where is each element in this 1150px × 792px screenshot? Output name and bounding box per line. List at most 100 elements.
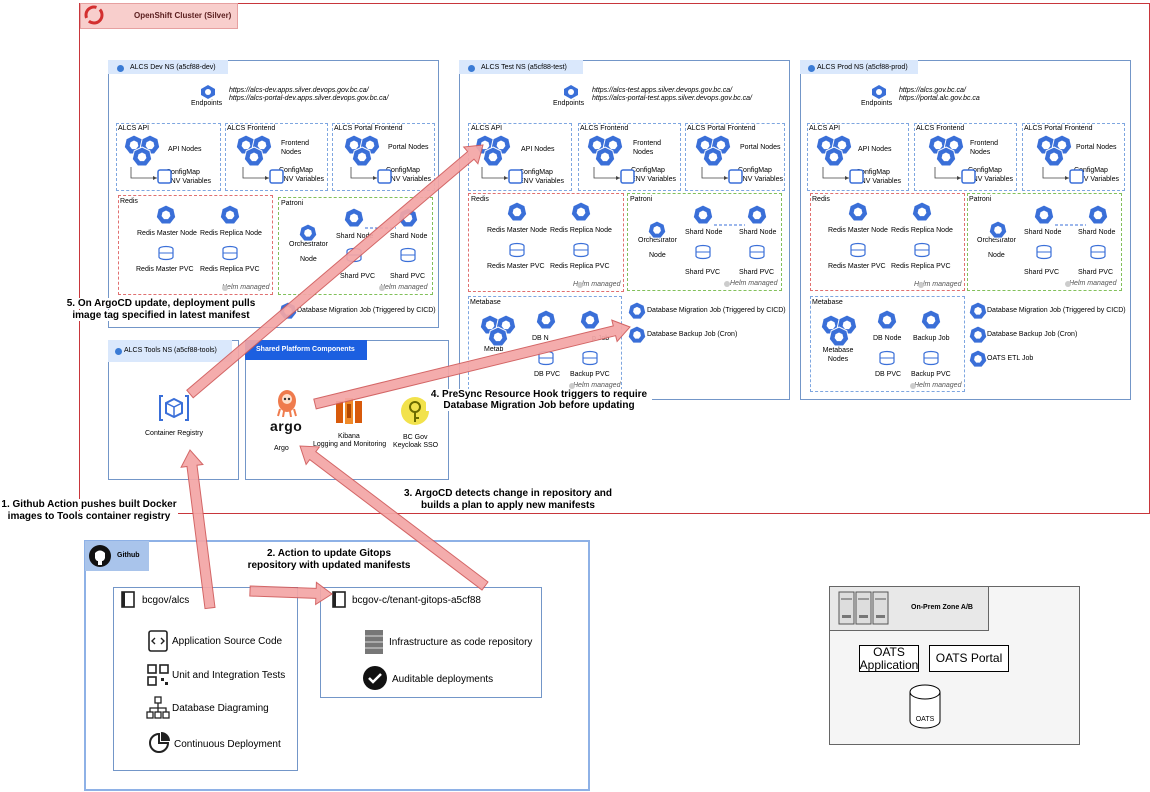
namespace-icon [115, 348, 122, 355]
db-node-label: DB Node [873, 335, 902, 342]
helm-managed: Helm managed [222, 284, 270, 291]
endpoints-label: Endpoints [553, 100, 585, 107]
portal-group [1022, 123, 1125, 191]
keycloak-sub-label: Keycloak SSO [393, 442, 439, 449]
repo-item: Auditable deployments [392, 674, 494, 685]
connector-line [481, 167, 508, 179]
connector-line [934, 167, 961, 179]
pvc-icon-body [222, 249, 238, 261]
repo-gitops-name[interactable]: bcgov-c/tenant-gitops-a5cf88 [352, 595, 481, 606]
patroni-group-label: Patroni [630, 196, 653, 203]
kibana-icon [333, 396, 365, 431]
endpoints-icon [200, 84, 216, 105]
shard-node-label: Shard Node [685, 229, 723, 236]
node-cluster-icon-inner [829, 152, 839, 162]
endpoints-icon [563, 84, 579, 105]
namespace-icon [117, 65, 124, 72]
orchestrator-label: Orchestrator [977, 237, 1016, 244]
configmap-icon [728, 169, 743, 184]
shard-pvc-label: Shard PVC [340, 273, 376, 280]
env-label: ENV Variables [968, 176, 1014, 183]
pvc-icon-body [850, 246, 866, 258]
api-group-label: ALCS API [809, 125, 841, 132]
metabase-partial-label: Metab [484, 346, 504, 353]
repo-alcs-name[interactable]: bcgov/alcs [142, 595, 190, 606]
helm-icon [910, 383, 916, 389]
connector-arrowhead [616, 176, 620, 180]
configmap-label: ConfigMap [279, 167, 313, 174]
redis-replica-icon-inner [225, 210, 235, 220]
shard-node-icon-inner [349, 213, 359, 223]
endpoint-url[interactable]: https://alcs.gov.bc.ca/ [899, 87, 966, 94]
qr-tests-icon [147, 664, 169, 691]
env-label: ENV Variables [738, 176, 784, 183]
configmap-icon [269, 169, 284, 184]
frontend-group [578, 123, 681, 191]
shard-node-label: Shard Node [739, 229, 777, 236]
frontend-group [914, 123, 1017, 191]
namespace-icon [468, 65, 475, 72]
redis-master-icon-inner [161, 210, 171, 220]
redis-group [810, 193, 965, 291]
keycloak-label: BC Gov [403, 434, 428, 441]
configmap-icon [961, 169, 976, 184]
migration-job-label: Database Migration Job (Triggered by CIC… [987, 307, 1126, 314]
pvc-icon-body [158, 249, 174, 261]
server-rack-icon [363, 629, 385, 660]
redis-master-label: Redis Master Node [828, 227, 888, 234]
arrow-step1 [180, 449, 216, 610]
shard-node-icon-inner [752, 210, 762, 220]
migration-job-label: Database Migration Job (Triggered by CIC… [297, 307, 436, 314]
endpoint-url[interactable]: https://alcs-dev.apps.silver.devops.gov.… [229, 87, 369, 94]
shard-pvc-label: Shard PVC [390, 273, 426, 280]
configmap-icon [508, 169, 523, 184]
portal-group-label: ALCS Portal Frontend [334, 125, 403, 132]
patroni-group [627, 193, 782, 291]
redis-replica-pvc-label: Redis Replica PVC [550, 263, 610, 270]
backup-job-label: Database Backup Job (Cron) [647, 331, 738, 338]
redis-master-icon-inner [853, 207, 863, 217]
endpoint-url[interactable]: https://alcs-test.apps.silver.devops.gov… [592, 87, 733, 94]
repo-item: Database Diagraming [172, 703, 269, 714]
connector-arrowhead [504, 176, 508, 180]
helm-icon [724, 281, 730, 287]
endpoint-url[interactable]: https://alcs-portal-dev.apps.silver.devo… [229, 95, 389, 102]
env-label: ENV Variables [166, 178, 212, 185]
endpoint-url[interactable]: https://alcs-portal-test.apps.silver.dev… [592, 95, 752, 102]
orchestrator-icon-inner [304, 228, 312, 237]
node-cluster-icon-inner [600, 152, 610, 162]
api-group-label: ALCS API [118, 125, 150, 132]
keycloak-icon [400, 396, 430, 431]
portal-group [332, 123, 435, 191]
endpoints-label: Endpoints [861, 100, 893, 107]
backup-job-label: Backup Job [913, 335, 950, 342]
kibana-label: Kibana [338, 433, 360, 440]
endpoints-icon [871, 84, 887, 105]
metabase-icon-inner [826, 320, 836, 330]
orchestrator-icon-inner [994, 225, 1002, 234]
helm-icon [1065, 281, 1071, 287]
redis-master-pvc-label: Redis Master PVC [136, 266, 194, 273]
redis-replica-pvc-label: Redis Replica PVC [891, 263, 951, 270]
pvc-icon-body [1036, 248, 1052, 260]
configmap-label: ConfigMap [166, 169, 200, 176]
patroni-group-label: Patroni [969, 196, 992, 203]
redis-replica-label: Redis Replica Node [891, 227, 953, 234]
shard-node-label: Shard Node [1078, 229, 1116, 236]
endpoint-url[interactable]: https://portal.alc.gov.bc.ca [899, 95, 980, 102]
redis-replica-pvc-label: Redis Replica PVC [200, 266, 260, 273]
kibana-sub-label: Logging and Monitoring [313, 441, 387, 448]
configmap-label: ConfigMap [386, 167, 420, 174]
pvc-icon-body [538, 354, 554, 366]
metabase-icon-inner [485, 320, 495, 330]
shard-node-icon-inner [1093, 210, 1103, 220]
node-cluster-icon-inner [1057, 140, 1067, 150]
frontend-nodes-label: Frontend Nodes [970, 140, 999, 156]
connector-line [701, 167, 728, 179]
api-nodes-label: API Nodes [168, 146, 202, 153]
argo-label: Argo [274, 445, 289, 452]
step-5-label: image tag specified in latest manifest [57, 310, 265, 321]
redis-master-pvc-label: Redis Master PVC [828, 263, 886, 270]
env-label: ENV Variables [1074, 176, 1120, 183]
patroni-group [278, 197, 433, 295]
